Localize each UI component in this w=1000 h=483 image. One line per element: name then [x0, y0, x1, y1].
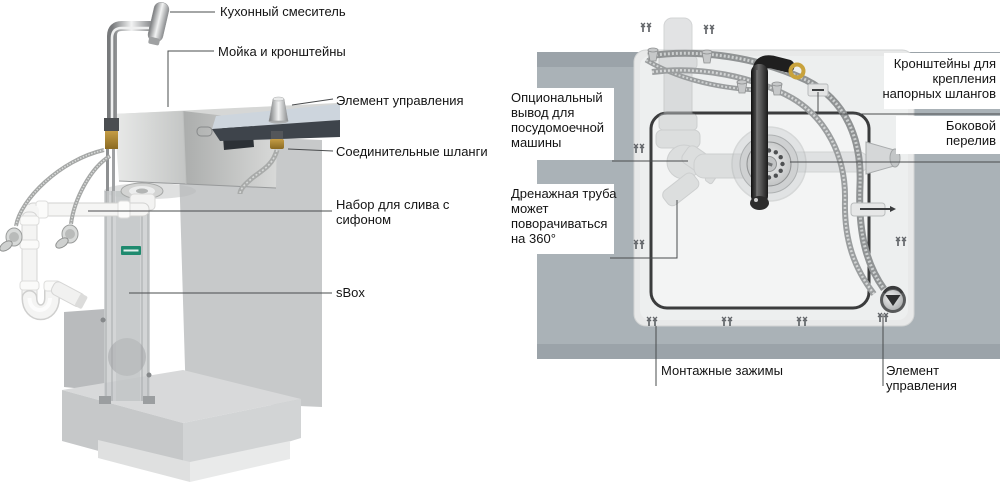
control-element-cone [268, 96, 289, 124]
brass-nut [788, 62, 806, 80]
sbox-green-label [121, 246, 141, 255]
left-illustration [0, 2, 340, 482]
cabinet-back-left-panel [64, 309, 105, 391]
sbox-column [99, 191, 155, 404]
cabinet-back-wall [178, 134, 322, 407]
label-drain-set: Набор для слива с сифоном [336, 197, 450, 227]
drain-handle-pipe [750, 55, 806, 210]
label-side-overflow: Боковой перелив [945, 118, 996, 148]
left-leader-lines [88, 11, 334, 294]
label-pressure-hose-brackets: Кронштейны для крепления напорных шланго… [882, 56, 996, 101]
hose-bracket-right [850, 202, 896, 217]
label-control-element-right: Элемент управления [886, 363, 957, 393]
label-control-element-left: Элемент управления [336, 93, 464, 108]
label-kitchen-mixer: Кухонный смеситель [220, 4, 346, 19]
drain-set-siphon [19, 182, 164, 321]
connecting-hose [237, 131, 284, 195]
angle-valves [0, 148, 112, 252]
label-drain-rotate: Дренажная труба может поворачиваться на … [511, 186, 617, 246]
label-dishwasher-outlet: Опциональный вывод для посудомоечной маш… [511, 90, 605, 150]
label-sink-and-brackets: Мойка и кронштейны [218, 44, 346, 59]
sink [104, 103, 337, 199]
right-leader-lines [610, 92, 1000, 386]
sink-front-face [114, 111, 186, 184]
kitchen-mixer-faucet [104, 2, 170, 215]
drain-strainer [731, 126, 807, 202]
label-sbox: sBox [336, 285, 365, 300]
label-backgrounds [498, 53, 1000, 254]
label-connecting-hoses: Соединительные шланги [336, 144, 488, 159]
top-fittings [647, 47, 783, 96]
control-element-knob [880, 285, 906, 313]
right-illustration [498, 17, 1000, 386]
label-mounting-clamps: Монтажные зажимы [661, 363, 783, 378]
